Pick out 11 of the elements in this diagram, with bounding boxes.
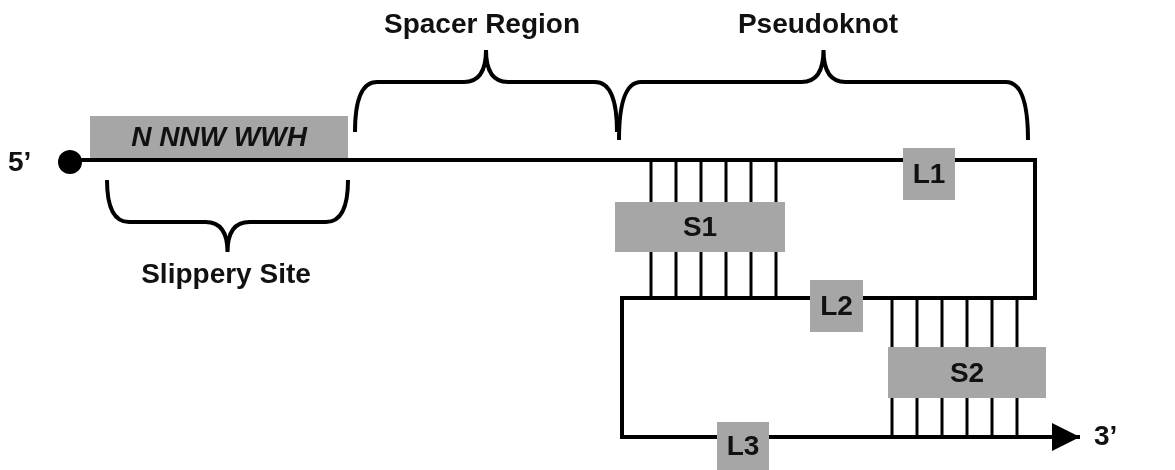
region-label: Pseudoknot bbox=[737, 8, 899, 40]
region-label: Spacer Region bbox=[383, 8, 581, 40]
end-label: 5’ bbox=[8, 146, 32, 178]
label-box: S1 bbox=[615, 202, 785, 252]
label-box: L3 bbox=[717, 422, 769, 470]
label-box: N NNW WWH bbox=[90, 116, 348, 158]
label-box: L1 bbox=[903, 148, 955, 200]
label-box: S2 bbox=[888, 347, 1046, 398]
end-label: 3’ bbox=[1094, 420, 1118, 452]
label-box: L2 bbox=[810, 280, 863, 332]
region-label: Slippery Site bbox=[141, 258, 311, 290]
